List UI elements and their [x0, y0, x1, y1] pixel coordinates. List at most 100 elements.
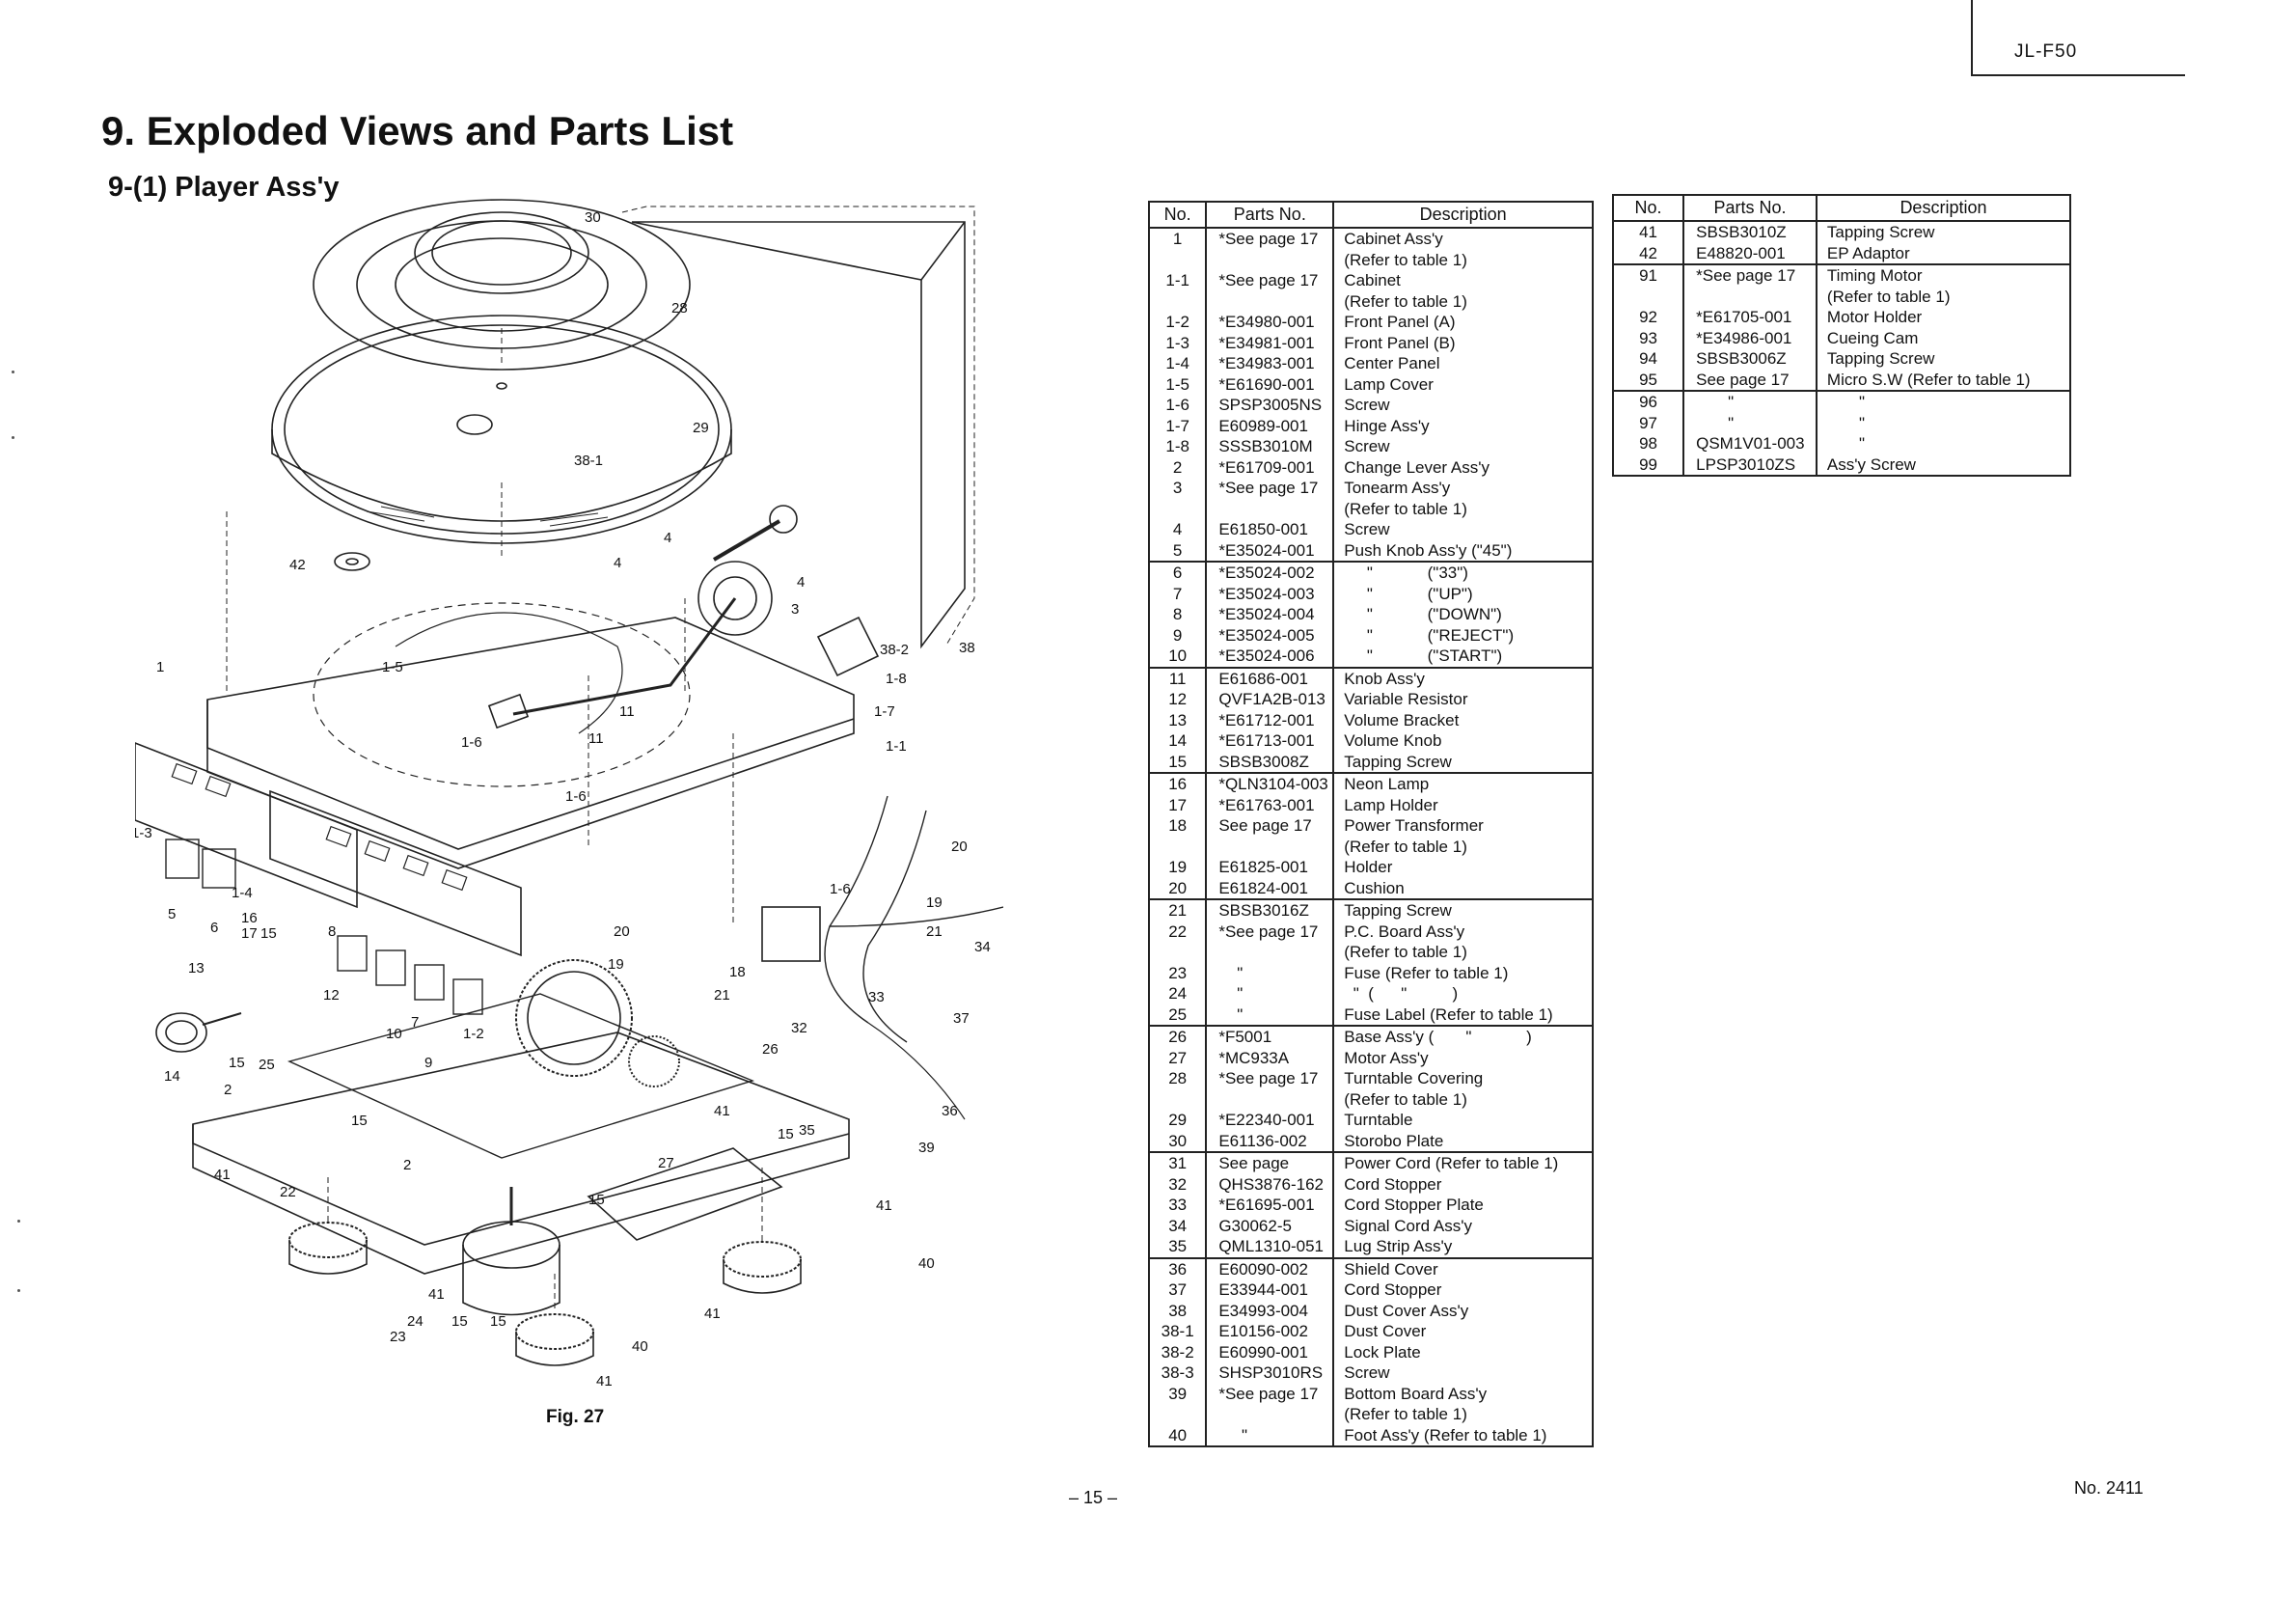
table-row: 23 "Fuse (Refer to table 1)	[1149, 962, 1593, 983]
part-number-cell: 39	[1168, 1384, 1188, 1403]
parts-code-cell: *F5001	[1205, 1026, 1334, 1048]
parts-code-cell: *E35024-004	[1205, 604, 1334, 625]
volume-knob	[155, 1012, 207, 1053]
part-number-cell: 16	[1168, 775, 1188, 793]
table-row: (Refer to table 1)	[1149, 942, 1593, 963]
svg-text:15: 15	[451, 1313, 468, 1330]
svg-text:25: 25	[259, 1057, 275, 1073]
part-number-cell: 1-3	[1165, 333, 1189, 352]
part-number-cell: 25	[1168, 1004, 1188, 1024]
description-cell: Screw	[1332, 395, 1593, 416]
part-number-cell: 41	[1639, 223, 1658, 241]
svg-text:40: 40	[918, 1255, 935, 1272]
part-number-cell: 13	[1168, 710, 1188, 729]
description-cell: Center Panel	[1332, 353, 1593, 374]
table-row: (Refer to table 1)	[1149, 1404, 1593, 1425]
parts-code-cell	[1205, 1404, 1334, 1425]
parts-code-cell: *See page 17	[1205, 478, 1334, 499]
table-header-row: No. Parts No. Description	[1147, 201, 1594, 229]
motor	[462, 1221, 560, 1269]
parts-code-cell: SPSP3005NS	[1205, 395, 1334, 416]
part-number-cell: 92	[1639, 308, 1658, 326]
header-parts-no: Parts No.	[1682, 194, 1818, 222]
description-cell: Ass'y Screw	[1815, 454, 2070, 476]
parts-code-cell: "	[1682, 412, 1817, 433]
svg-text:1: 1	[156, 659, 164, 675]
description-cell: Shield Cover	[1332, 1257, 1593, 1279]
svg-text:20: 20	[614, 923, 630, 940]
part-number-cell	[1149, 250, 1206, 271]
part-number-cell: 1-5	[1165, 374, 1189, 394]
part-number-cell: 1-8	[1165, 437, 1189, 455]
description-cell: Cueing Cam	[1815, 327, 2070, 348]
parts-code-cell: E10156-002	[1205, 1321, 1334, 1342]
description-cell: (Refer to table 1)	[1332, 942, 1593, 963]
parts-code-cell: "	[1205, 983, 1334, 1004]
svg-text:13: 13	[188, 960, 205, 977]
svg-text:15: 15	[229, 1055, 245, 1071]
parts-code-cell: *E35024-006	[1205, 646, 1334, 668]
parts-code-cell: E61824-001	[1205, 877, 1334, 899]
svg-text:1-6: 1-6	[830, 881, 851, 897]
svg-text:1-3: 1-3	[135, 825, 152, 841]
table-row: (Refer to table 1)	[1149, 290, 1593, 312]
parts-code-cell	[1205, 249, 1334, 270]
pc-board	[287, 993, 755, 1159]
parts-code-cell: *E34986-001	[1682, 327, 1817, 348]
part-number-cell: 1	[1172, 230, 1183, 248]
description-cell: Tapping Screw	[1815, 348, 2070, 370]
part-number-cell: 24	[1168, 984, 1188, 1003]
svg-text:4: 4	[664, 530, 671, 546]
description-cell: Lamp Holder	[1332, 794, 1593, 815]
description-cell: Motor Ass'y	[1332, 1047, 1593, 1068]
parts-code-cell: E61850-001	[1205, 519, 1334, 540]
description-cell: Volume Knob	[1332, 730, 1593, 752]
part-number-cell: 91	[1639, 266, 1658, 285]
svg-text:14: 14	[164, 1068, 180, 1085]
parts-code-cell: QVF1A2B-013	[1205, 689, 1334, 710]
description-cell: Micro S.W (Refer to table 1)	[1815, 369, 2070, 391]
svg-text:38-1: 38-1	[574, 453, 603, 469]
parts-code-cell: *E22340-001	[1205, 1110, 1334, 1131]
header-parts-no: Parts No.	[1205, 201, 1335, 229]
part-number-cell: 23	[1168, 963, 1188, 982]
front-panel-a	[269, 789, 522, 957]
description-cell: Cord Stopper	[1332, 1279, 1593, 1301]
turntable-covering	[313, 199, 691, 371]
description-cell: " ("DOWN")	[1332, 604, 1593, 625]
parts-code-cell: SBSB3006Z	[1682, 348, 1817, 370]
table-row: 6*E35024-002 " ("33")	[1149, 562, 1593, 584]
parts-code-cell: *E61712-001	[1205, 709, 1334, 730]
description-cell: "	[1815, 391, 2070, 413]
part-number-cell: 1-2	[1165, 313, 1189, 331]
svg-text:15: 15	[260, 925, 277, 942]
scan-speck	[12, 436, 14, 439]
parts-code-cell: *See page 17	[1682, 264, 1817, 287]
parts-code-cell	[1205, 942, 1334, 963]
parts-code-cell: E61825-001	[1205, 857, 1334, 878]
parts-code-cell	[1682, 286, 1817, 307]
description-cell: Cushion	[1332, 877, 1593, 899]
part-number-cell: 37	[1168, 1280, 1188, 1299]
table-row: 8*E35024-004 " ("DOWN")	[1149, 604, 1593, 625]
svg-text:12: 12	[323, 987, 340, 1004]
parts-code-cell: *E35024-005	[1205, 624, 1334, 646]
page-title: 9. Exploded Views and Parts List	[101, 108, 734, 153]
description-cell: Lamp Cover	[1332, 373, 1593, 395]
description-cell: " ("START")	[1332, 646, 1593, 668]
part-number-cell: 10	[1168, 646, 1188, 665]
svg-text:11: 11	[588, 730, 604, 747]
model-box	[1971, 0, 2185, 76]
svg-text:41: 41	[596, 1373, 613, 1389]
description-cell: Bottom Board Ass'y	[1332, 1383, 1593, 1404]
